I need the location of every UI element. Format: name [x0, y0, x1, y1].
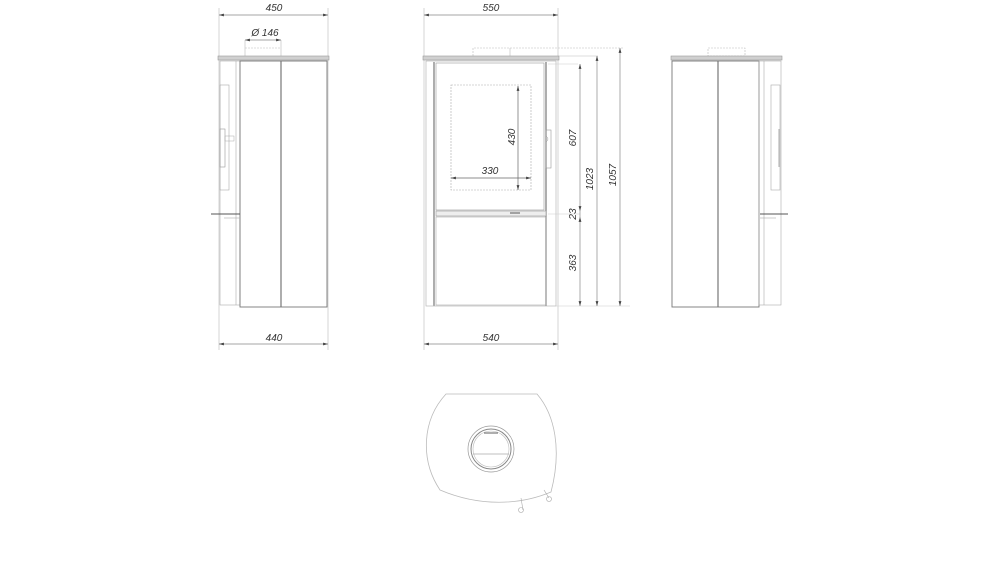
side-panel	[239, 60, 328, 308]
glass-window	[450, 84, 532, 191]
dim-label-23: 23	[568, 208, 579, 221]
dim-label-363: 363	[568, 254, 579, 271]
ash-drawer-bar	[435, 210, 547, 217]
dim-label-330: 330	[482, 166, 499, 177]
side-view-left: 450 Ø 146 440	[211, 3, 330, 350]
handle	[219, 128, 226, 168]
dim-label-1023: 1023	[585, 167, 596, 190]
side-panel-right	[671, 60, 760, 308]
dim-label-flue-diameter: Ø 146	[250, 28, 279, 39]
dim-label-440: 440	[266, 333, 283, 344]
door-handle	[545, 129, 552, 169]
dim-label-1057: 1057	[608, 163, 619, 186]
top-plate	[217, 55, 330, 61]
dim-label-430: 430	[507, 128, 518, 145]
door	[435, 62, 545, 211]
dim-label-540: 540	[483, 333, 500, 344]
dim-label-450: 450	[266, 3, 283, 14]
dim-label-607: 607	[568, 129, 579, 146]
flue-collar	[467, 425, 515, 473]
side-view-right	[670, 47, 788, 308]
dim-label-550: 550	[483, 3, 500, 14]
top-outline	[425, 393, 557, 503]
top-view	[425, 393, 557, 513]
front-view: 550 540 330 430 607 23 363 1023 1057	[422, 3, 630, 350]
